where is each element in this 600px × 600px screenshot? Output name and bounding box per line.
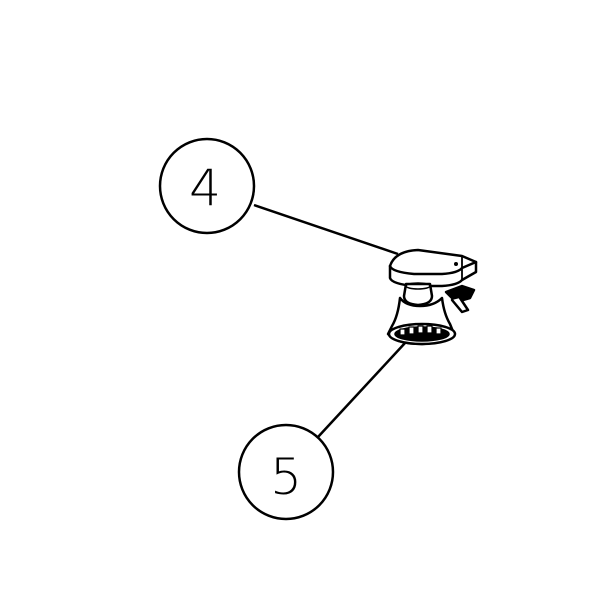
leader-line-4 [253, 203, 399, 256]
callout-4-label: 4 [189, 159, 221, 217]
callout-5: 5 [237, 342, 406, 521]
adapter-screw [454, 262, 458, 266]
callout-4-circle [158, 137, 256, 235]
adapter-top-face [388, 260, 478, 276]
track-spotlight-icon [386, 248, 478, 346]
callout-5-label: 5 [270, 448, 302, 506]
lens-teeth [399, 325, 442, 336]
leader-line-5 [317, 342, 406, 438]
adapter-body [388, 248, 478, 288]
callout-4: 4 [158, 137, 399, 256]
callout-5-circle [237, 423, 335, 521]
